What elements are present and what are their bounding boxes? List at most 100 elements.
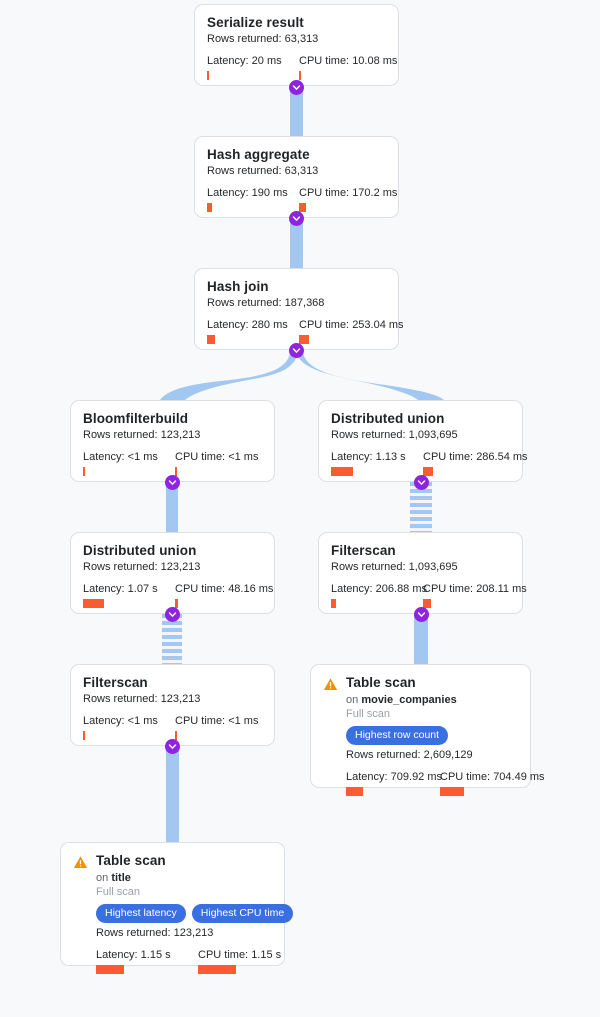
node-title: Bloomfilterbuild	[83, 411, 189, 426]
rows-returned: Rows returned: 63,313	[207, 164, 386, 178]
plan-node-distributed-union-left[interactable]: Distributed union Rows returned: 123,213…	[70, 532, 275, 614]
plan-node-distributed-union-right[interactable]: Distributed union Rows returned: 1,093,6…	[318, 400, 528, 482]
node-header: Filterscan	[83, 674, 262, 691]
collapse-toggle-filterscan-left[interactable]	[165, 739, 180, 754]
node-metrics: Latency: <1 ms CPU time: <1 ms	[83, 451, 262, 476]
rows-returned-label: Rows returned:	[207, 165, 282, 177]
edge-filterscan-left-to-table-scan	[166, 746, 179, 844]
cpu-metric: CPU time: 704.49 ms	[440, 771, 545, 796]
status-badge[interactable]: Highest row count	[346, 726, 449, 745]
latency-metric: Latency: 20 ms	[207, 55, 299, 80]
plan-node-serialize-result[interactable]: Serialize result Rows returned: 63,313 L…	[194, 4, 399, 86]
cpu-value: 170.2 ms	[352, 187, 398, 199]
collapse-toggle-hash-aggregate[interactable]	[289, 211, 304, 226]
latency-value: 1.07 s	[127, 583, 158, 595]
node-header: Distributed union	[83, 542, 262, 559]
node-header: Serialize result	[207, 14, 386, 31]
plan-node-bloomfilterbuild[interactable]: Bloomfilterbuild Rows returned: 123,213 …	[70, 400, 275, 482]
latency-label: Latency: 206.88 ms	[331, 583, 427, 596]
plan-node-hash-join[interactable]: Hash join Rows returned: 187,368 Latency…	[194, 268, 404, 350]
chevron-down-icon	[168, 612, 177, 617]
cpu-label: CPU time: 1.15 s	[198, 949, 281, 962]
cpu-prefix: CPU time:	[299, 319, 350, 331]
rows-returned: Rows returned: 123,213	[83, 560, 262, 574]
node-details: on movie_companies Full scan Highest row…	[346, 693, 545, 796]
rows-returned-value: 123,213	[173, 927, 214, 939]
collapse-toggle-serialize-result[interactable]	[289, 80, 304, 95]
cpu-metric: CPU time: 286.54 ms	[423, 451, 528, 476]
edge-bloomfilterbuild-to-distributed-union	[166, 482, 178, 532]
cpu-bar	[299, 203, 306, 212]
plan-node-table-scan-movie-companies[interactable]: Table scan on movie_companies Full scan …	[310, 664, 545, 796]
node-title: Hash join	[207, 279, 269, 294]
edge-filterscan-right-to-table-scan	[414, 614, 428, 666]
rows-returned-value: 123,213	[160, 693, 201, 705]
rows-returned-label: Rows returned:	[331, 429, 406, 441]
cpu-value: 286.54 ms	[476, 451, 528, 463]
chevron-down-icon	[168, 744, 177, 749]
table-name: title	[111, 872, 131, 884]
latency-prefix: Latency:	[83, 715, 125, 727]
chevron-down-icon	[417, 612, 426, 617]
latency-bar	[83, 731, 85, 740]
latency-value: <1 ms	[127, 451, 158, 463]
latency-prefix: Latency:	[96, 949, 138, 961]
latency-value: 1.15 s	[140, 949, 171, 961]
collapse-toggle-filterscan-right[interactable]	[414, 607, 429, 622]
plan-node-table-scan-title[interactable]: Table scan on title Full scan Highest la…	[60, 842, 294, 974]
rows-returned-label: Rows returned:	[83, 561, 158, 573]
latency-label: Latency: 1.15 s	[96, 949, 198, 962]
node-title: Hash aggregate	[207, 147, 310, 162]
cpu-metric: CPU time: 253.04 ms	[299, 319, 404, 344]
rows-returned-label: Rows returned:	[331, 561, 406, 573]
node-metrics: Latency: 1.13 s CPU time: 286.54 ms	[331, 451, 528, 476]
chevron-down-icon	[417, 480, 426, 485]
collapse-toggle-distributed-union-left[interactable]	[165, 607, 180, 622]
warning-icon	[73, 856, 88, 868]
edge-serialize-to-hash-aggregate	[290, 86, 303, 136]
collapse-toggle-distributed-union-right[interactable]	[414, 475, 429, 490]
scan-type: Full scan	[96, 886, 141, 898]
on-prefix: on	[346, 694, 359, 706]
plan-node-hash-aggregate[interactable]: Hash aggregate Rows returned: 63,313 Lat…	[194, 136, 399, 218]
cpu-value: 704.49 ms	[493, 771, 545, 783]
node-header: Filterscan	[331, 542, 510, 559]
latency-bar	[331, 599, 336, 608]
cpu-prefix: CPU time:	[198, 949, 249, 961]
cpu-label: CPU time: 286.54 ms	[423, 451, 528, 464]
cpu-value: 48.16 ms	[228, 583, 274, 595]
rows-returned-value: 123,213	[160, 429, 201, 441]
cpu-bar	[175, 731, 177, 740]
latency-bar	[346, 787, 363, 796]
rows-returned-label: Rows returned:	[207, 297, 282, 309]
cpu-label: CPU time: 48.16 ms	[175, 583, 273, 596]
node-metrics: Latency: 20 ms CPU time: 10.08 ms	[207, 55, 397, 80]
latency-metric: Latency: 280 ms	[207, 319, 299, 344]
collapse-toggle-hash-join[interactable]	[289, 343, 304, 358]
cpu-bar	[299, 335, 309, 344]
node-metrics: Latency: 206.88 ms CPU time: 208.11 ms	[331, 583, 527, 608]
status-badge-latency[interactable]: Highest latency	[96, 904, 186, 923]
latency-bar	[207, 71, 209, 80]
rows-returned-value: 63,313	[284, 33, 319, 45]
cpu-metric: CPU time: 10.08 ms	[299, 55, 397, 80]
cpu-metric: CPU time: 48.16 ms	[175, 583, 273, 608]
rows-returned: Rows returned: 1,093,695	[331, 428, 510, 442]
cpu-label: CPU time: 10.08 ms	[299, 55, 397, 68]
plan-node-filterscan-left[interactable]: Filterscan Rows returned: 123,213 Latenc…	[70, 664, 275, 746]
cpu-label: CPU time: 170.2 ms	[299, 187, 397, 200]
on-prefix: on	[96, 872, 109, 884]
node-header-text: Table scan	[96, 852, 166, 869]
node-metrics: Latency: 280 ms CPU time: 253.04 ms	[207, 319, 404, 344]
plan-node-filterscan-right[interactable]: Filterscan Rows returned: 1,093,695 Late…	[318, 532, 527, 614]
cpu-prefix: CPU time:	[299, 55, 350, 67]
cpu-label: CPU time: <1 ms	[175, 715, 258, 728]
latency-label: Latency: 709.92 ms	[346, 771, 442, 784]
node-header: Bloomfilterbuild	[83, 410, 262, 427]
node-badges: Highest latency Highest CPU time	[96, 904, 294, 923]
latency-prefix: Latency:	[207, 187, 249, 199]
collapse-toggle-bloomfilterbuild[interactable]	[165, 475, 180, 490]
latency-label: Latency: 1.13 s	[331, 451, 423, 464]
rows-returned-label: Rows returned:	[96, 927, 171, 939]
status-badge-cpu[interactable]: Highest CPU time	[191, 904, 294, 923]
